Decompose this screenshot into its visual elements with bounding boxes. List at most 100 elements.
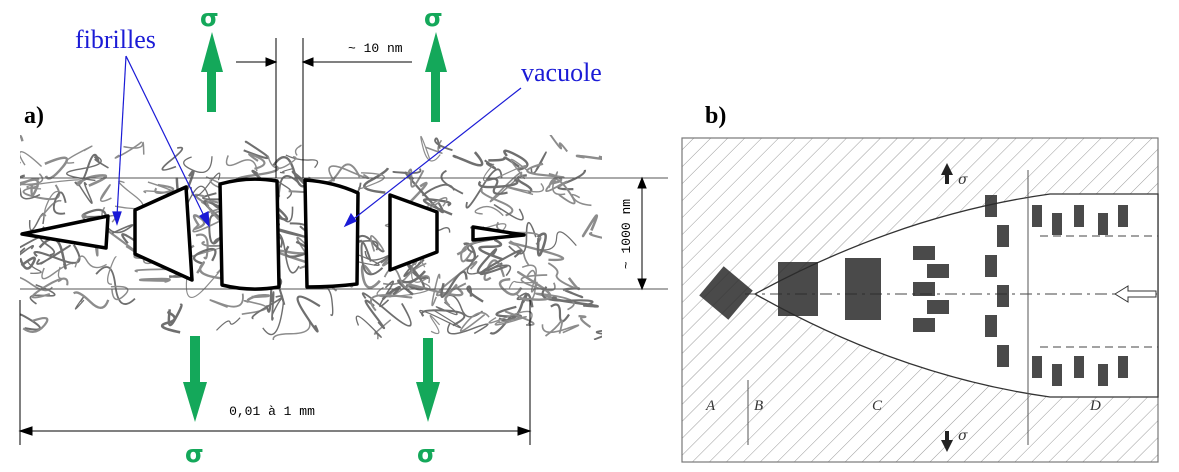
fibril-block — [1118, 356, 1128, 378]
fibril-strand — [575, 154, 602, 161]
fibril-strand — [571, 193, 592, 207]
fibril-strand — [294, 144, 302, 156]
fibril-strand — [505, 183, 545, 196]
stress-arrow-down-left — [183, 336, 207, 422]
fibril-strand — [196, 261, 222, 280]
fibril-block — [997, 345, 1009, 367]
fibril-strand — [526, 162, 565, 179]
fibril-block — [927, 300, 949, 314]
fibril-strand — [36, 244, 71, 265]
fibril-strand — [549, 135, 568, 153]
fibril-strand — [20, 276, 53, 292]
fibril-strand — [550, 303, 570, 323]
fibril-strand — [44, 156, 69, 180]
fibril-strand — [504, 310, 535, 326]
fibril-strand — [123, 141, 145, 155]
fibril-strand — [192, 247, 217, 265]
void-tip-right — [471, 225, 526, 242]
fibril-strand — [22, 184, 61, 201]
fibril-block — [1032, 356, 1042, 378]
fibril-strand — [243, 140, 270, 160]
fibril-strand — [516, 270, 552, 301]
fibril-block — [1074, 205, 1084, 227]
fibril-block — [1074, 356, 1084, 378]
vacuole-label: vacuole — [521, 58, 602, 87]
fibril-strand — [95, 266, 136, 305]
gap-dimension-label: ~ 10 nm — [348, 41, 403, 56]
stress-arrow-b-down — [941, 431, 953, 452]
fibril-strand — [545, 180, 568, 193]
fibril-strand — [20, 245, 35, 256]
fibril-strand — [452, 151, 484, 167]
void-shapes — [20, 177, 526, 291]
fibril-strand — [488, 310, 533, 326]
fibril-strand — [248, 152, 266, 170]
stress-arrows-a — [183, 32, 447, 422]
fibril-block — [1098, 213, 1108, 235]
fibril-strand — [143, 181, 175, 194]
fibril-strand — [547, 262, 575, 289]
fibril-strand — [241, 299, 268, 315]
fibrilles-label: fibrilles — [75, 25, 156, 54]
fibril-strand — [114, 141, 143, 159]
fibril-strand — [267, 155, 297, 169]
fibril-strand — [76, 174, 108, 187]
fibril-block — [997, 225, 1009, 247]
sigma-b-bottom: σ — [958, 428, 968, 444]
fibril-strand — [409, 283, 464, 297]
stress-arrow-b-up — [941, 163, 953, 184]
fibril-strand — [463, 242, 477, 262]
void-vacuole — [303, 178, 360, 289]
fibril-strand — [521, 264, 538, 293]
fibril-strand — [370, 294, 413, 312]
fibril-strand — [138, 277, 171, 283]
fibril-strand — [530, 151, 547, 175]
fibril-strand — [38, 199, 62, 218]
fibril-strand — [285, 154, 319, 169]
fibril-strand — [195, 233, 209, 260]
fibril-strand — [460, 240, 479, 263]
sigma-bottom-right: σ — [417, 440, 436, 468]
fibril-strand — [74, 295, 85, 310]
fibril-strand — [20, 256, 36, 270]
fibril-strand — [355, 315, 382, 338]
fibril-strand — [483, 163, 527, 182]
fibril-strand — [406, 168, 425, 188]
fibril-strand — [20, 135, 24, 164]
fibril-strand — [419, 309, 462, 329]
fibril-strand — [498, 278, 523, 296]
fibril-strand — [20, 178, 40, 196]
fibril-block — [913, 246, 935, 260]
fibril-strand — [361, 292, 412, 327]
fibril-strand — [429, 314, 441, 335]
zone-label-c: C — [872, 398, 883, 414]
gap-dimension — [236, 38, 412, 178]
fibril-strand — [246, 293, 270, 302]
zone-label-b: B — [754, 398, 763, 414]
fibril-strand — [480, 188, 514, 217]
fibril-strand — [167, 303, 183, 327]
fibril-strand — [78, 181, 93, 204]
panel-a-label: a) — [24, 103, 44, 129]
fibril-strand — [20, 151, 43, 168]
length-dimension — [18, 300, 532, 445]
fibril-strand — [466, 285, 484, 303]
fibril-strand — [588, 231, 602, 239]
sigma-top-right: σ — [424, 4, 443, 32]
fibril-strand — [459, 311, 490, 333]
fibril-strand — [456, 244, 469, 256]
fibril-strand — [41, 262, 74, 280]
zone-label-d: D — [1089, 398, 1101, 414]
fibril-strand — [364, 299, 386, 330]
fibril-strand — [541, 286, 594, 308]
fibril-strand — [440, 169, 464, 195]
void-tip-left — [20, 214, 110, 250]
fibril-block — [997, 285, 1009, 307]
fibril-strand — [110, 285, 129, 301]
height-dimension-label: ~ 1000 nm — [619, 199, 634, 269]
void-3 — [218, 177, 281, 291]
fibril-strand — [65, 145, 93, 164]
fibril-block — [1098, 364, 1108, 386]
stress-arrow-down-right — [416, 338, 440, 422]
